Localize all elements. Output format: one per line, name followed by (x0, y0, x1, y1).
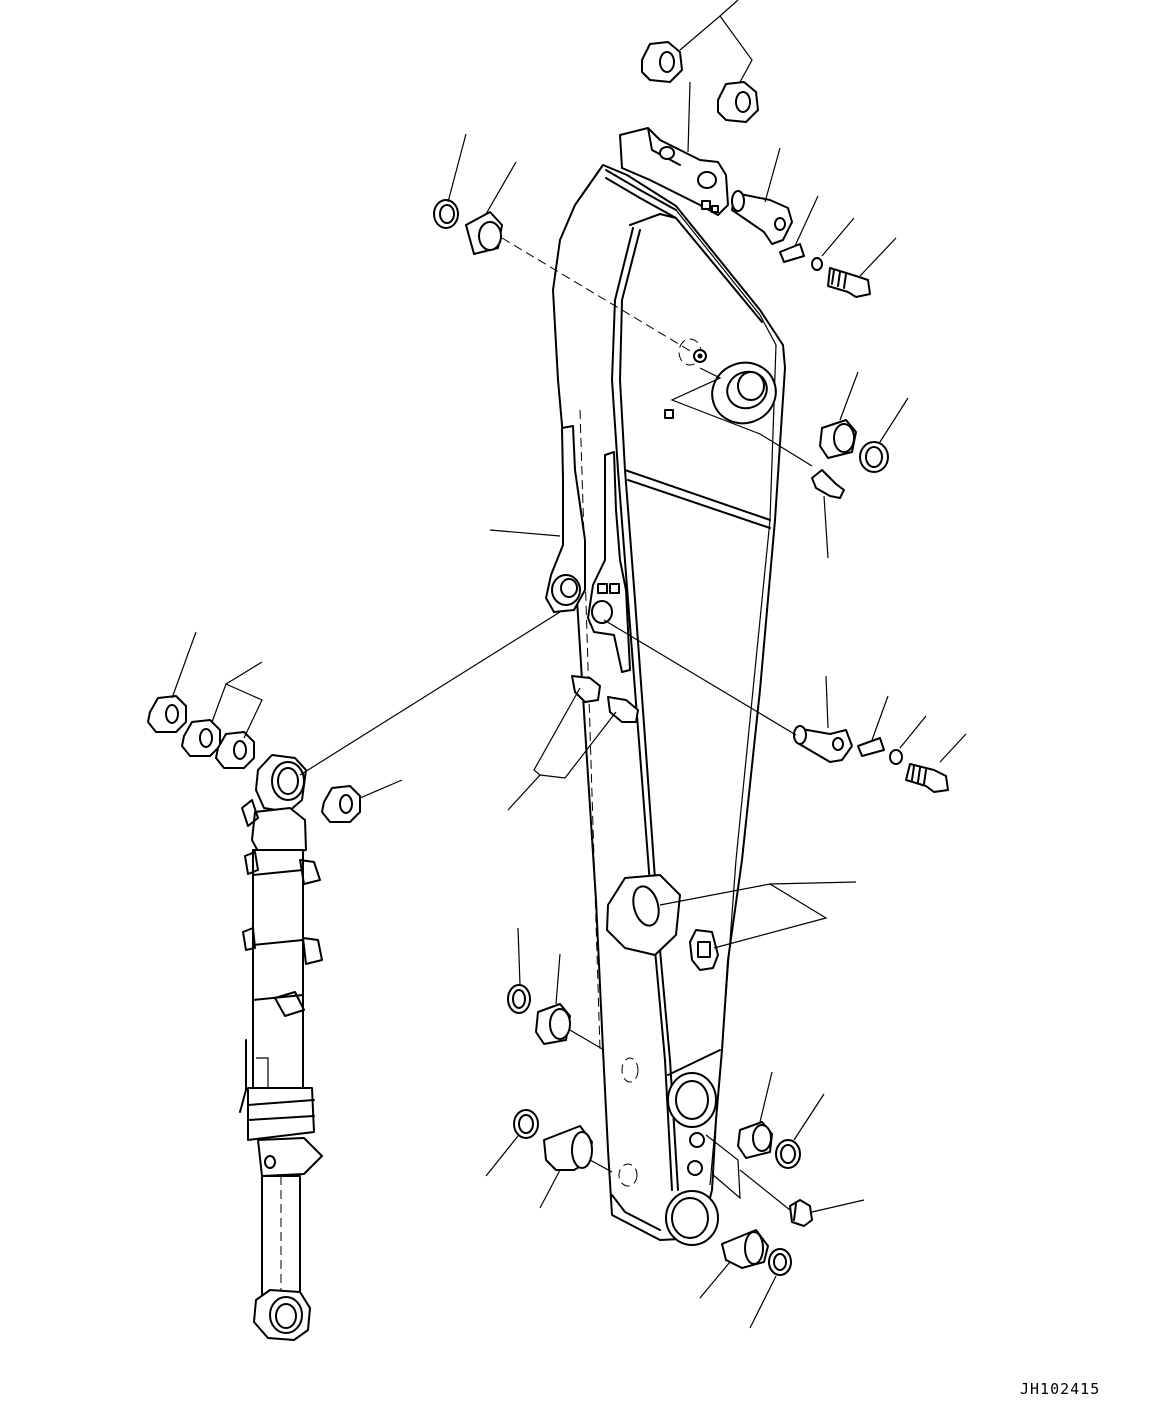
boom-top-bracket (620, 128, 728, 215)
pin-assembly-top (732, 148, 896, 297)
boom-tip (612, 1058, 718, 1245)
pin-assembly-mid (604, 620, 966, 792)
bushing-upper-left (434, 134, 692, 352)
boom-foot-boss (665, 339, 784, 432)
leader-lines (490, 530, 856, 948)
bushing-foot-right (672, 368, 908, 558)
hose-clamps (572, 676, 638, 722)
bushings-lower-right (700, 1072, 864, 1328)
top-shims (642, 0, 758, 152)
cover-plate (607, 875, 718, 970)
drawing-number-label: JH102415 (1020, 1380, 1101, 1398)
boom-cylinder (240, 755, 322, 1340)
cylinder-brackets (546, 426, 630, 672)
bushings-lower-left (486, 928, 612, 1208)
cylinder-shims (148, 612, 560, 822)
